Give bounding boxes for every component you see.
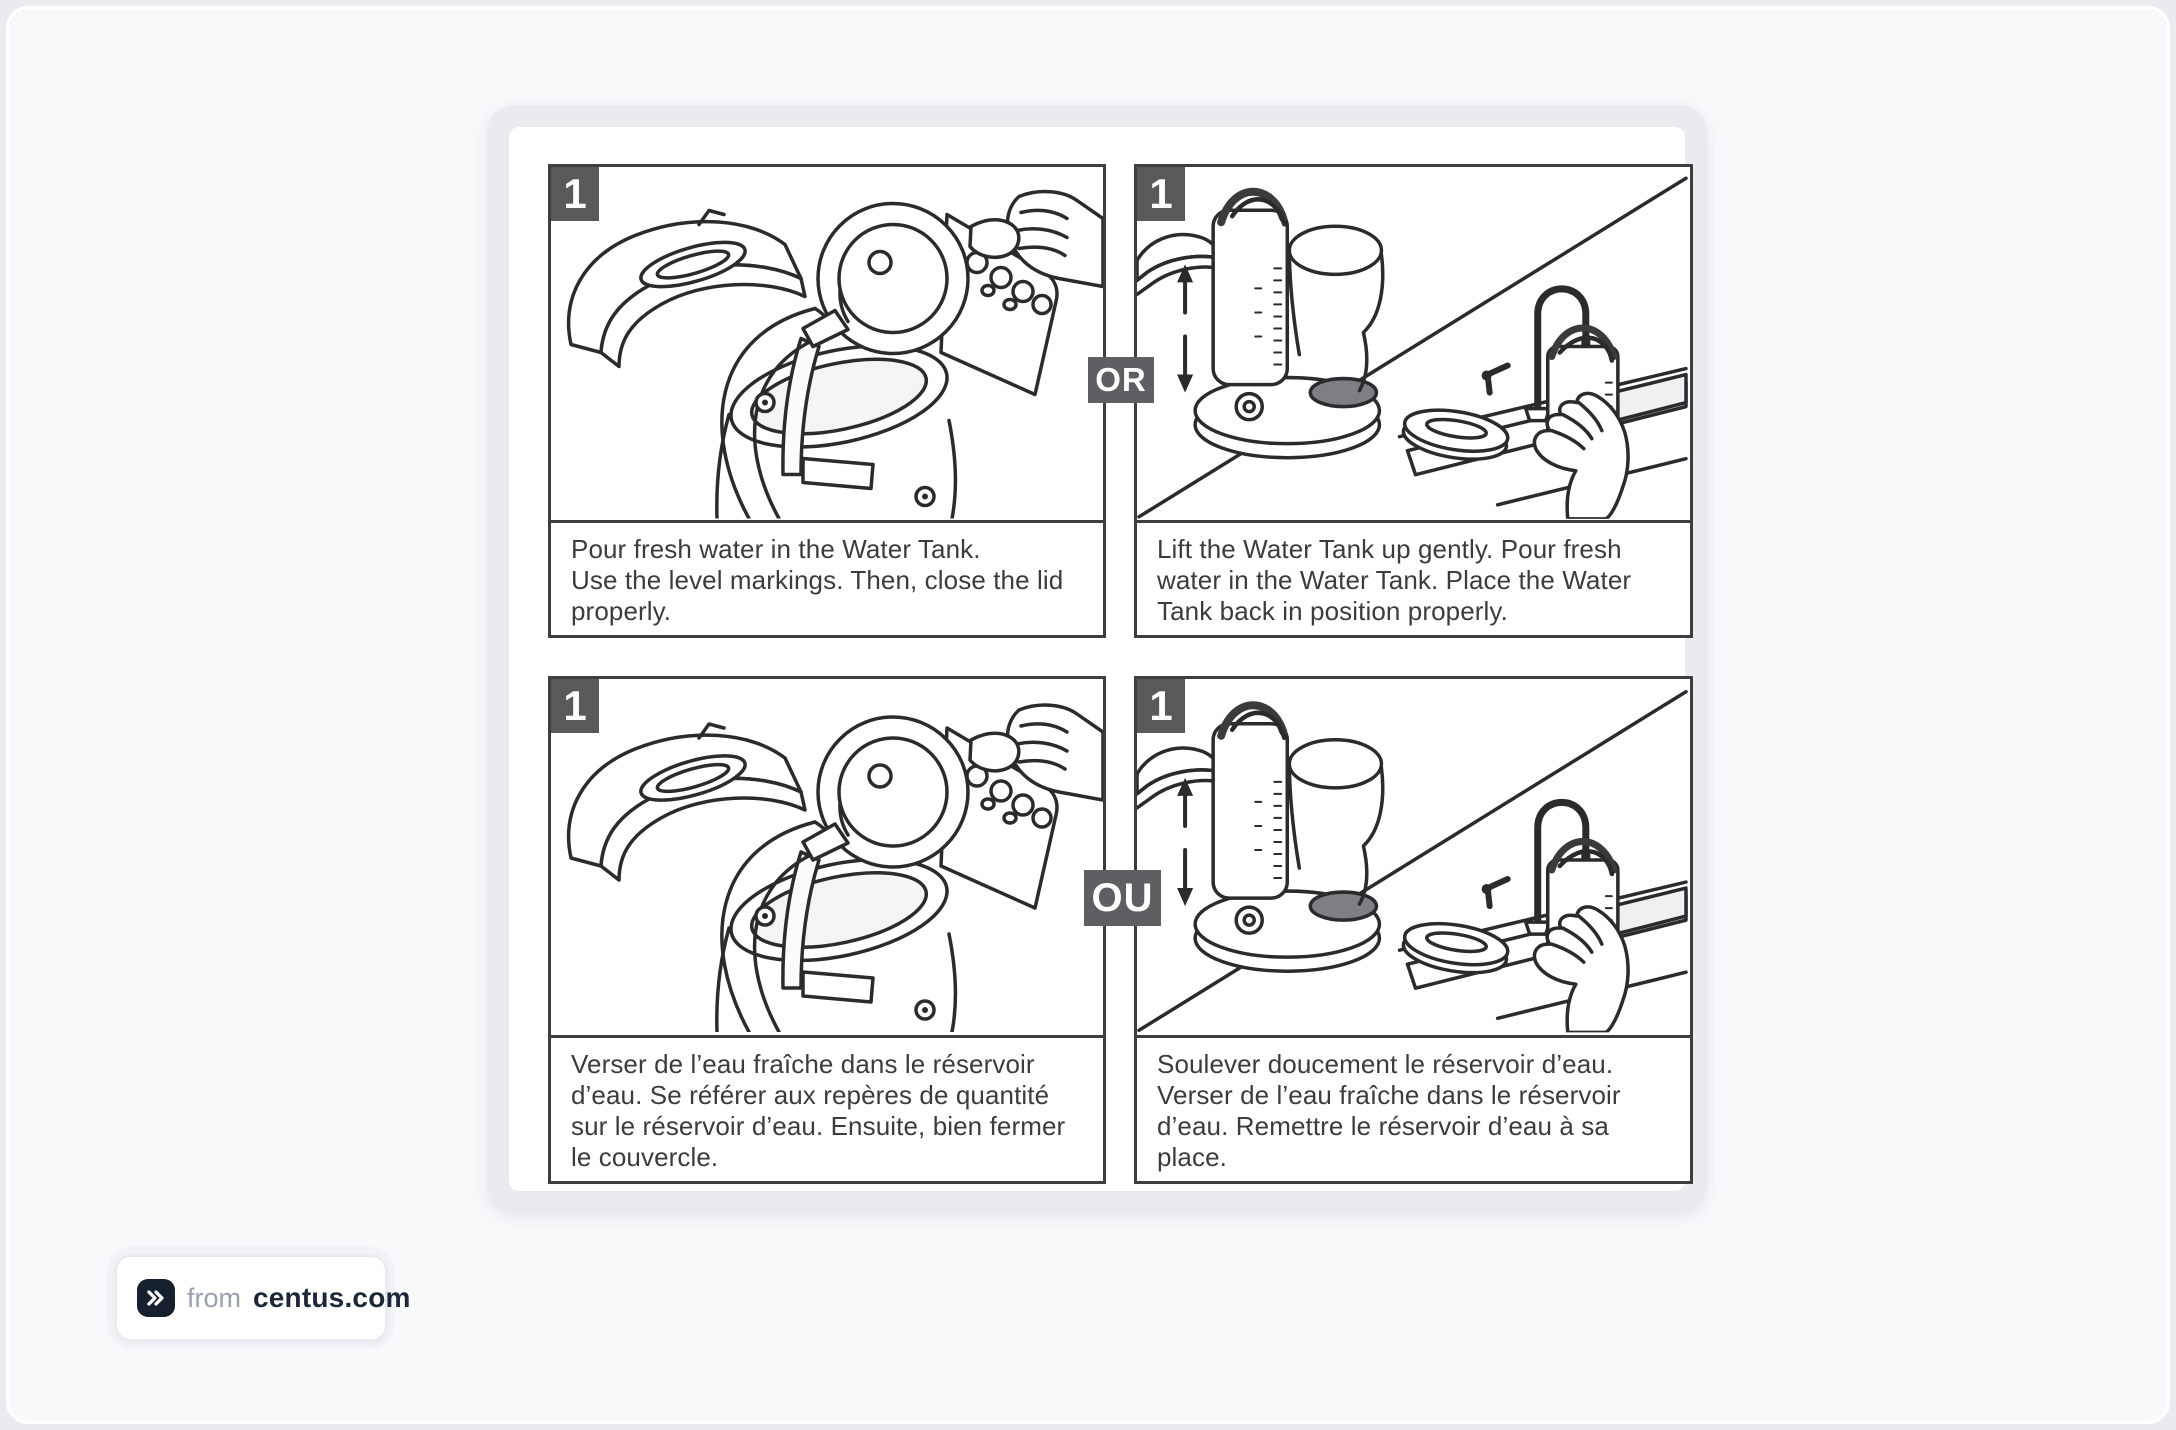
attribution-chip[interactable]: from centus.com [115, 1255, 410, 1341]
figure-inner-background: 1 Pour fresh water in the Water Tank. Us… [509, 127, 1693, 1191]
step-number-badge: 1 [551, 679, 599, 733]
step-number-badge: 1 [551, 167, 599, 221]
panel-english-pour-image: 1 [551, 167, 1103, 520]
step-number-badge: 1 [1137, 167, 1185, 221]
panel-french-lift: 1 Soulever doucement le réservoir d’eau.… [1134, 676, 1693, 1184]
page-surface: 1 Pour fresh water in the Water Tank. Us… [6, 6, 2170, 1424]
double-chevron-right-icon [137, 1279, 175, 1317]
panel-english-pour: 1 Pour fresh water in the Water Tank. Us… [548, 164, 1106, 638]
attribution-chip-ring: from centus.com [107, 1247, 410, 1349]
caption-english-pour: Pour fresh water in the Water Tank. Use … [551, 520, 1103, 635]
caption-english-lift: Lift the Water Tank up gently. Pour fres… [1137, 520, 1690, 635]
attribution-prefix: from [187, 1282, 241, 1313]
panel-french-pour: 1 Verser de l’eau fraîche dans le réserv… [548, 676, 1106, 1184]
or-connector-badge: OR [1088, 357, 1154, 403]
caption-french-pour: Verser de l’eau fraîche dans le réservoi… [551, 1035, 1103, 1181]
panel-english-lift-image: 1 [1137, 167, 1690, 520]
attribution-domain: centus.com [253, 1282, 411, 1313]
panel-english-lift: 1 Lift the Water Tank up gently. Pour fr… [1134, 164, 1693, 638]
lift-tank-fill-at-sink-illustration [1137, 167, 1690, 520]
pour-water-into-machine-illustration [551, 679, 1103, 1035]
caption-french-lift: Soulever doucement le réservoir d’eau. V… [1137, 1035, 1690, 1181]
lift-tank-fill-at-sink-illustration [1137, 679, 1690, 1035]
instruction-figure-card: 1 Pour fresh water in the Water Tank. Us… [487, 105, 1707, 1213]
ou-connector-badge: OU [1084, 870, 1161, 926]
pour-water-into-machine-illustration [551, 167, 1103, 520]
panel-french-pour-image: 1 [551, 679, 1103, 1035]
panel-french-lift-image: 1 [1137, 679, 1690, 1035]
step-number-badge: 1 [1137, 679, 1185, 733]
